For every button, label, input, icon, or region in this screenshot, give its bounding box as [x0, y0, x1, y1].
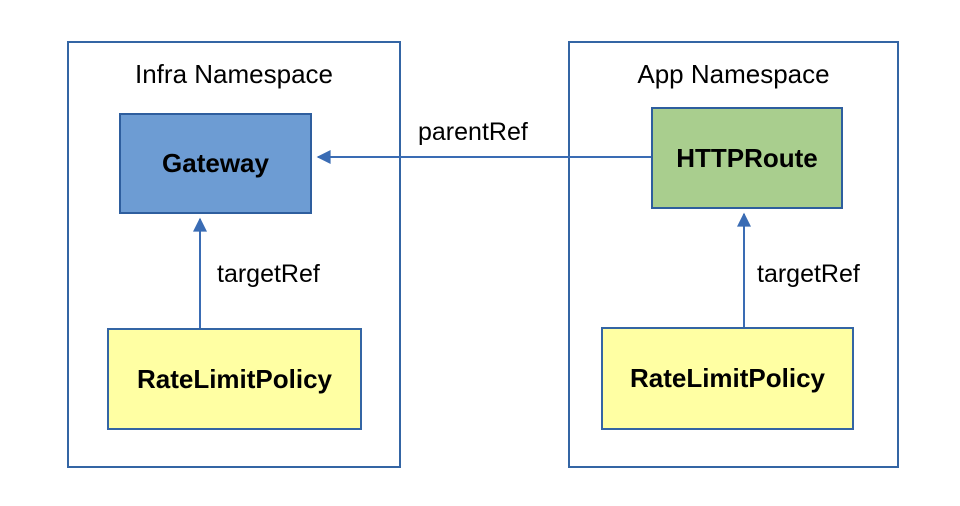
infra-ratelimitpolicy-node: RateLimitPolicy [107, 328, 362, 430]
parentref-edge-label: parentRef [418, 118, 528, 146]
infra-namespace-title: Infra Namespace [135, 59, 333, 89]
app-ratelimitpolicy-node: RateLimitPolicy [601, 327, 854, 430]
app-namespace-title: App Namespace [637, 59, 830, 89]
gateway-node: Gateway [119, 113, 312, 214]
app-targetref-edge-label: targetRef [757, 260, 860, 288]
infra-targetref-edge-label: targetRef [217, 260, 320, 288]
httproute-node: HTTPRoute [651, 107, 843, 209]
